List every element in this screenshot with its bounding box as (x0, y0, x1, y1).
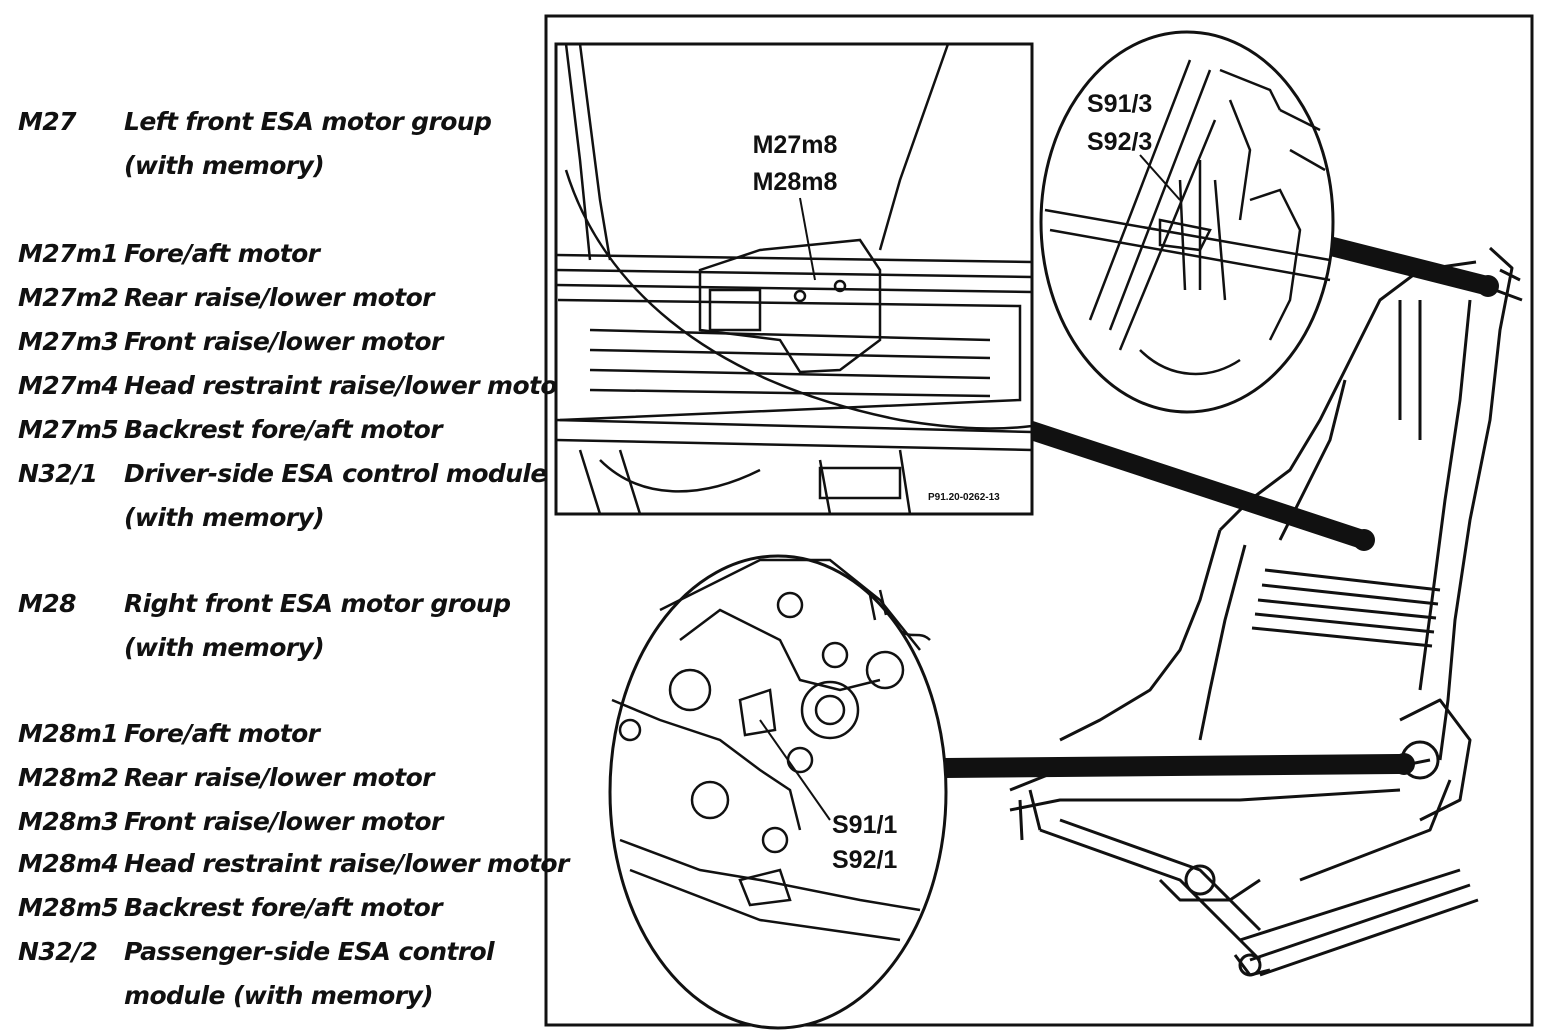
legend-code: M27 (18, 107, 76, 136)
legend-description: Passenger-side ESA control (124, 937, 495, 966)
legend-description: Head restraint raise/lower motor (124, 371, 569, 400)
legend-code: M27m1 (18, 239, 119, 268)
callout-m27m8: M27m8 (753, 131, 838, 159)
inset-fore-aft-switch: S91/1 S92/1 (608, 554, 948, 1030)
legend: M27 Left front ESA motor group (with mem… (0, 0, 569, 1032)
legend-description: Backrest fore/aft motor (124, 893, 443, 922)
legend-description: Rear raise/lower motor (124, 283, 435, 312)
legend-code: M28m2 (18, 763, 119, 792)
callout-s91-3: S91/3 (1087, 90, 1152, 118)
legend-code: M27m4 (18, 371, 119, 400)
legend-code: M27m2 (18, 283, 119, 312)
seat-frame-illustration (1009, 246, 1523, 977)
legend-description: module (with memory) (124, 981, 434, 1010)
inset-headrest-switch: S91/3 S92/3 (1039, 30, 1335, 414)
callout-s92-1: S92/1 (832, 846, 897, 874)
legend-description: Right front ESA motor group (124, 589, 511, 618)
legend-description: Left front ESA motor group (124, 107, 492, 136)
legend-description: (with memory) (124, 503, 325, 532)
legend-description: Driver-side ESA control module (124, 459, 547, 488)
callout-s91-1: S91/1 (832, 811, 897, 839)
legend-description: Front raise/lower motor (124, 327, 443, 356)
legend-code: N32/1 (18, 459, 98, 488)
leader-line (945, 754, 1404, 778)
legend-description: Rear raise/lower motor (124, 763, 435, 792)
legend-code: M28 (18, 589, 76, 618)
legend-description: Front raise/lower motor (124, 807, 443, 836)
legend-description: (with memory) (124, 151, 325, 180)
inset-cushion-motor: M27m8 M28m8 P91.20-0262-13 (554, 42, 1034, 516)
legend-description: Backrest fore/aft motor (124, 415, 443, 444)
legend-description: Fore/aft motor (124, 239, 320, 268)
legend-code: N32/2 (18, 937, 98, 966)
leader-line (1330, 236, 1488, 296)
legend-description: (with memory) (124, 633, 325, 662)
callout-m28m8: M28m8 (753, 168, 838, 196)
diagram-frame (544, 14, 1534, 1027)
leader-line (1030, 420, 1364, 550)
legend-code: M28m5 (18, 893, 119, 922)
legend-code: M28m3 (18, 807, 119, 836)
legend-description: Fore/aft motor (124, 719, 320, 748)
legend-code: M27m5 (18, 415, 119, 444)
legend-code: M27m3 (18, 327, 119, 356)
callout-s92-3: S92/3 (1087, 128, 1152, 156)
part-number: P91.20-0262-13 (928, 492, 1000, 503)
legend-code: M28m4 (18, 849, 119, 878)
legend-code: M28m1 (18, 719, 119, 748)
legend-description: Head restraint raise/lower motor (124, 849, 569, 878)
